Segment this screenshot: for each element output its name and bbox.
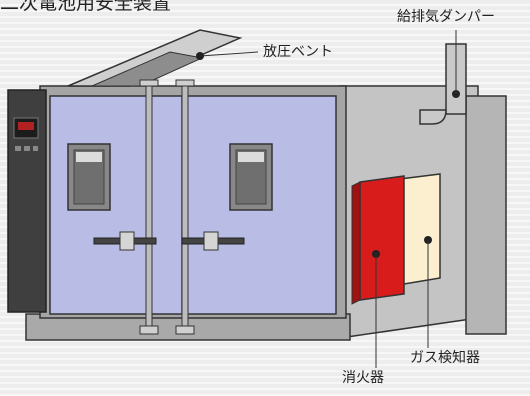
control-button [33,146,38,151]
lock-bar-foot [139,325,159,335]
vent-label: 放圧ベント [263,44,333,60]
lock-bar-cap [139,79,159,87]
right-handle-block [203,231,219,251]
lock-bar-left [145,83,153,333]
gas-detector-label: ガス検知器 [410,350,480,366]
left-window-shine [76,152,102,162]
left-handle-block [119,231,135,251]
lock-bar-right [181,83,189,333]
control-button [24,146,30,151]
control-display-red [18,122,34,130]
lock-bar-cap [175,79,195,87]
damper-label: 給排気ダンパー [397,9,495,25]
diagram-title: 二次電池用安全装置 [0,0,172,14]
lock-bar-foot [175,325,195,335]
chamber-rear-box [465,95,507,335]
extinguisher-label: 消火器 [342,370,384,386]
extinguisher-box-side [351,181,361,305]
damper-duct-elbow [419,109,447,125]
vent-leader [199,51,259,57]
right-window-shine [238,152,264,162]
vent-marker [196,52,204,60]
extinguisher-box [359,175,405,301]
control-button [15,146,21,151]
